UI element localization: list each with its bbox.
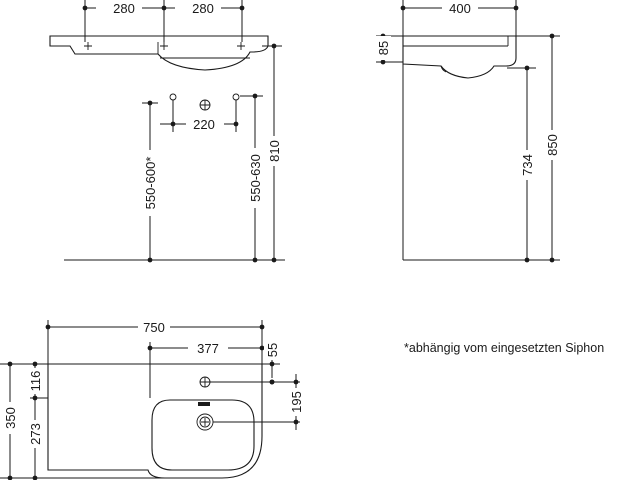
label-400: 400 <box>449 1 471 16</box>
label-55: 55 <box>265 343 280 357</box>
label-810: 810 <box>267 140 282 162</box>
front-cross-mid <box>160 42 168 50</box>
label-195: 195 <box>289 391 304 413</box>
connection-left-icon <box>169 93 177 101</box>
label-350: 350 <box>3 407 18 429</box>
label-280-left: 280 <box>113 1 135 16</box>
label-116: 116 <box>28 371 43 392</box>
label-734: 734 <box>520 154 535 176</box>
side-view: 400 85 734 850 <box>375 0 560 263</box>
label-220: 220 <box>193 117 215 132</box>
label-550-630: 550-630 <box>248 154 263 202</box>
front-view: 280 280 220 550-600* 550-630 <box>49 0 285 263</box>
front-cross-right <box>237 42 245 50</box>
overflow-icon <box>198 402 210 406</box>
front-cross-left <box>84 42 92 50</box>
top-bowl-outline <box>151 399 255 471</box>
label-850: 850 <box>545 134 560 156</box>
top-view: 750 377 55 195 350 <box>0 319 304 480</box>
label-85: 85 <box>376 41 391 55</box>
connection-right-icon <box>232 93 240 101</box>
label-550-600: 550-600* <box>143 157 158 210</box>
front-basin-outline <box>49 35 269 71</box>
siphon-footnote: *abhängig vom eingesetzten Siphon <box>404 341 604 355</box>
label-377: 377 <box>197 341 219 356</box>
label-750: 750 <box>143 320 165 335</box>
side-basin-outline <box>402 35 517 79</box>
label-280-right: 280 <box>192 1 214 16</box>
label-273: 273 <box>28 423 43 445</box>
